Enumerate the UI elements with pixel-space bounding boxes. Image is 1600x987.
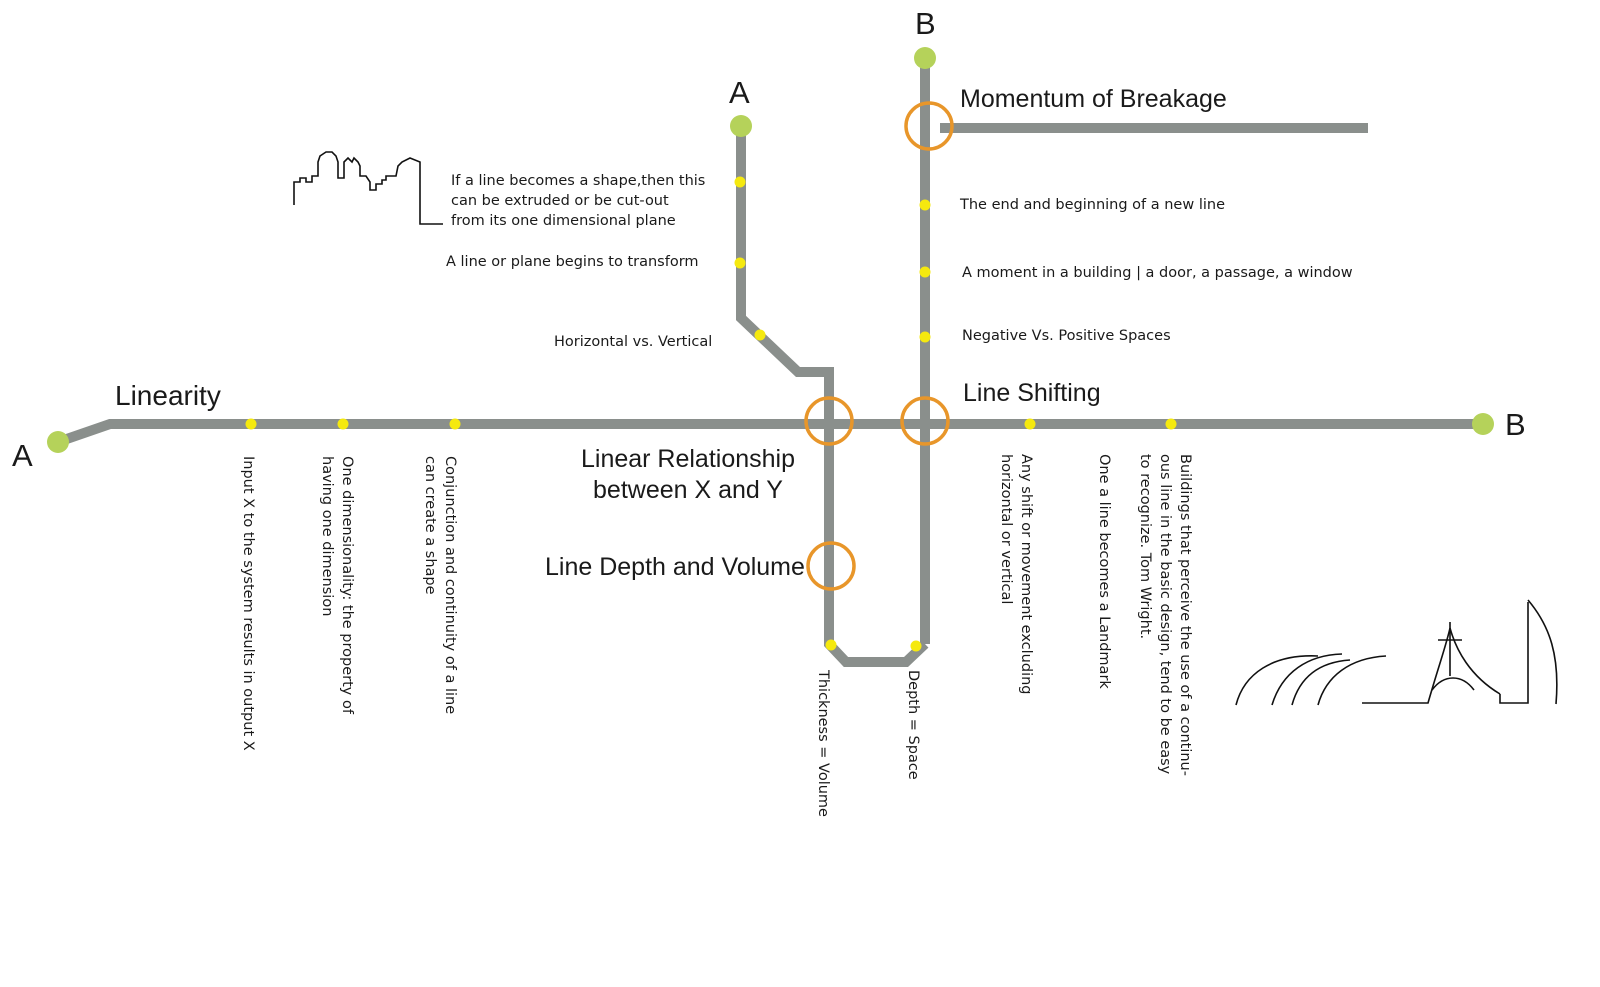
heading-linear-relationship-line2: between X and Y bbox=[593, 476, 783, 504]
note-one-dimensionality-line1: One dimensionality: the property of bbox=[339, 456, 355, 715]
note-conjunction-line1: Conjunction and continuity of a line bbox=[442, 456, 458, 714]
note-extrude-line1: If a line becomes a shape,then this bbox=[451, 173, 705, 189]
curved-building-sketch-icon bbox=[1235, 599, 1558, 706]
stop-transform bbox=[734, 257, 746, 269]
note-shift-line2: horizontal or vertical bbox=[998, 454, 1014, 604]
stop-end-beginning bbox=[919, 199, 931, 211]
note-input-x: Input X to the system results in output … bbox=[240, 456, 256, 751]
note-conjunction-line2: can create a shape bbox=[422, 456, 438, 595]
note-depth: Depth = Space bbox=[905, 670, 921, 780]
terminal-branch-b bbox=[914, 47, 936, 69]
heading-linear-relationship-line1: Linear Relationship bbox=[581, 445, 795, 473]
note-buildings-line2: ous line in the basic design, tend to be… bbox=[1157, 454, 1173, 775]
stop-moment bbox=[919, 266, 931, 278]
branch-a-line bbox=[736, 126, 929, 667]
stop-one-dimensionality bbox=[337, 418, 349, 430]
stop-landmark bbox=[1165, 418, 1177, 430]
note-moment: A moment in a building | a door, a passa… bbox=[962, 265, 1353, 281]
stop-conjunction bbox=[449, 418, 461, 430]
endpoint-branch-a: A bbox=[729, 75, 750, 110]
note-buildings-line1: Buildings that perceive the use of a con… bbox=[1177, 454, 1193, 776]
note-horizontal-vertical: Horizontal vs. Vertical bbox=[554, 334, 712, 350]
terminal-main-b bbox=[1472, 413, 1494, 435]
note-transform: A line or plane begins to transform bbox=[446, 254, 699, 270]
note-extrude-line3: from its one dimensional plane bbox=[451, 213, 676, 229]
stop-depth bbox=[910, 640, 922, 652]
stop-extrude bbox=[734, 176, 746, 188]
note-end-beginning: The end and beginning of a new line bbox=[959, 197, 1225, 213]
heading-line-shifting: Line Shifting bbox=[963, 379, 1101, 407]
city-skyline-sketch-icon bbox=[293, 151, 443, 225]
endpoint-branch-b: B bbox=[915, 6, 936, 41]
stop-shift bbox=[1024, 418, 1036, 430]
endpoint-main-start: A bbox=[12, 438, 33, 473]
note-one-dimensionality-line2: having one dimension bbox=[319, 456, 335, 616]
linear-relationship-ring bbox=[804, 396, 854, 446]
terminal-main-a bbox=[47, 431, 69, 453]
note-negative-positive: Negative Vs. Positive Spaces bbox=[962, 328, 1171, 344]
main-horizontal-line bbox=[56, 419, 1484, 447]
line-depth-ring bbox=[806, 541, 856, 591]
stop-input-x bbox=[245, 418, 257, 430]
momentum-ring bbox=[904, 101, 954, 151]
note-extrude-line2: can be extruded or be cut-out bbox=[451, 193, 669, 209]
heading-linearity: Linearity bbox=[115, 380, 221, 411]
stop-thickness bbox=[825, 639, 837, 651]
heading-line-depth: Line Depth and Volume bbox=[545, 553, 805, 581]
terminal-branch-a bbox=[730, 115, 752, 137]
heading-momentum: Momentum of Breakage bbox=[960, 85, 1227, 113]
note-buildings-line3: to recognize. Tom Wright. bbox=[1137, 454, 1153, 639]
note-thickness: Thickness = Volume bbox=[815, 669, 831, 817]
stop-horizontal-vertical bbox=[754, 329, 766, 341]
note-landmark: One a line becomes a Landmark bbox=[1096, 454, 1112, 689]
stop-negative-positive bbox=[919, 331, 931, 343]
line-shifting-ring bbox=[900, 396, 950, 446]
note-shift-line1: Any shift or movement excluding bbox=[1018, 454, 1034, 695]
endpoint-main-end: B bbox=[1505, 407, 1526, 442]
